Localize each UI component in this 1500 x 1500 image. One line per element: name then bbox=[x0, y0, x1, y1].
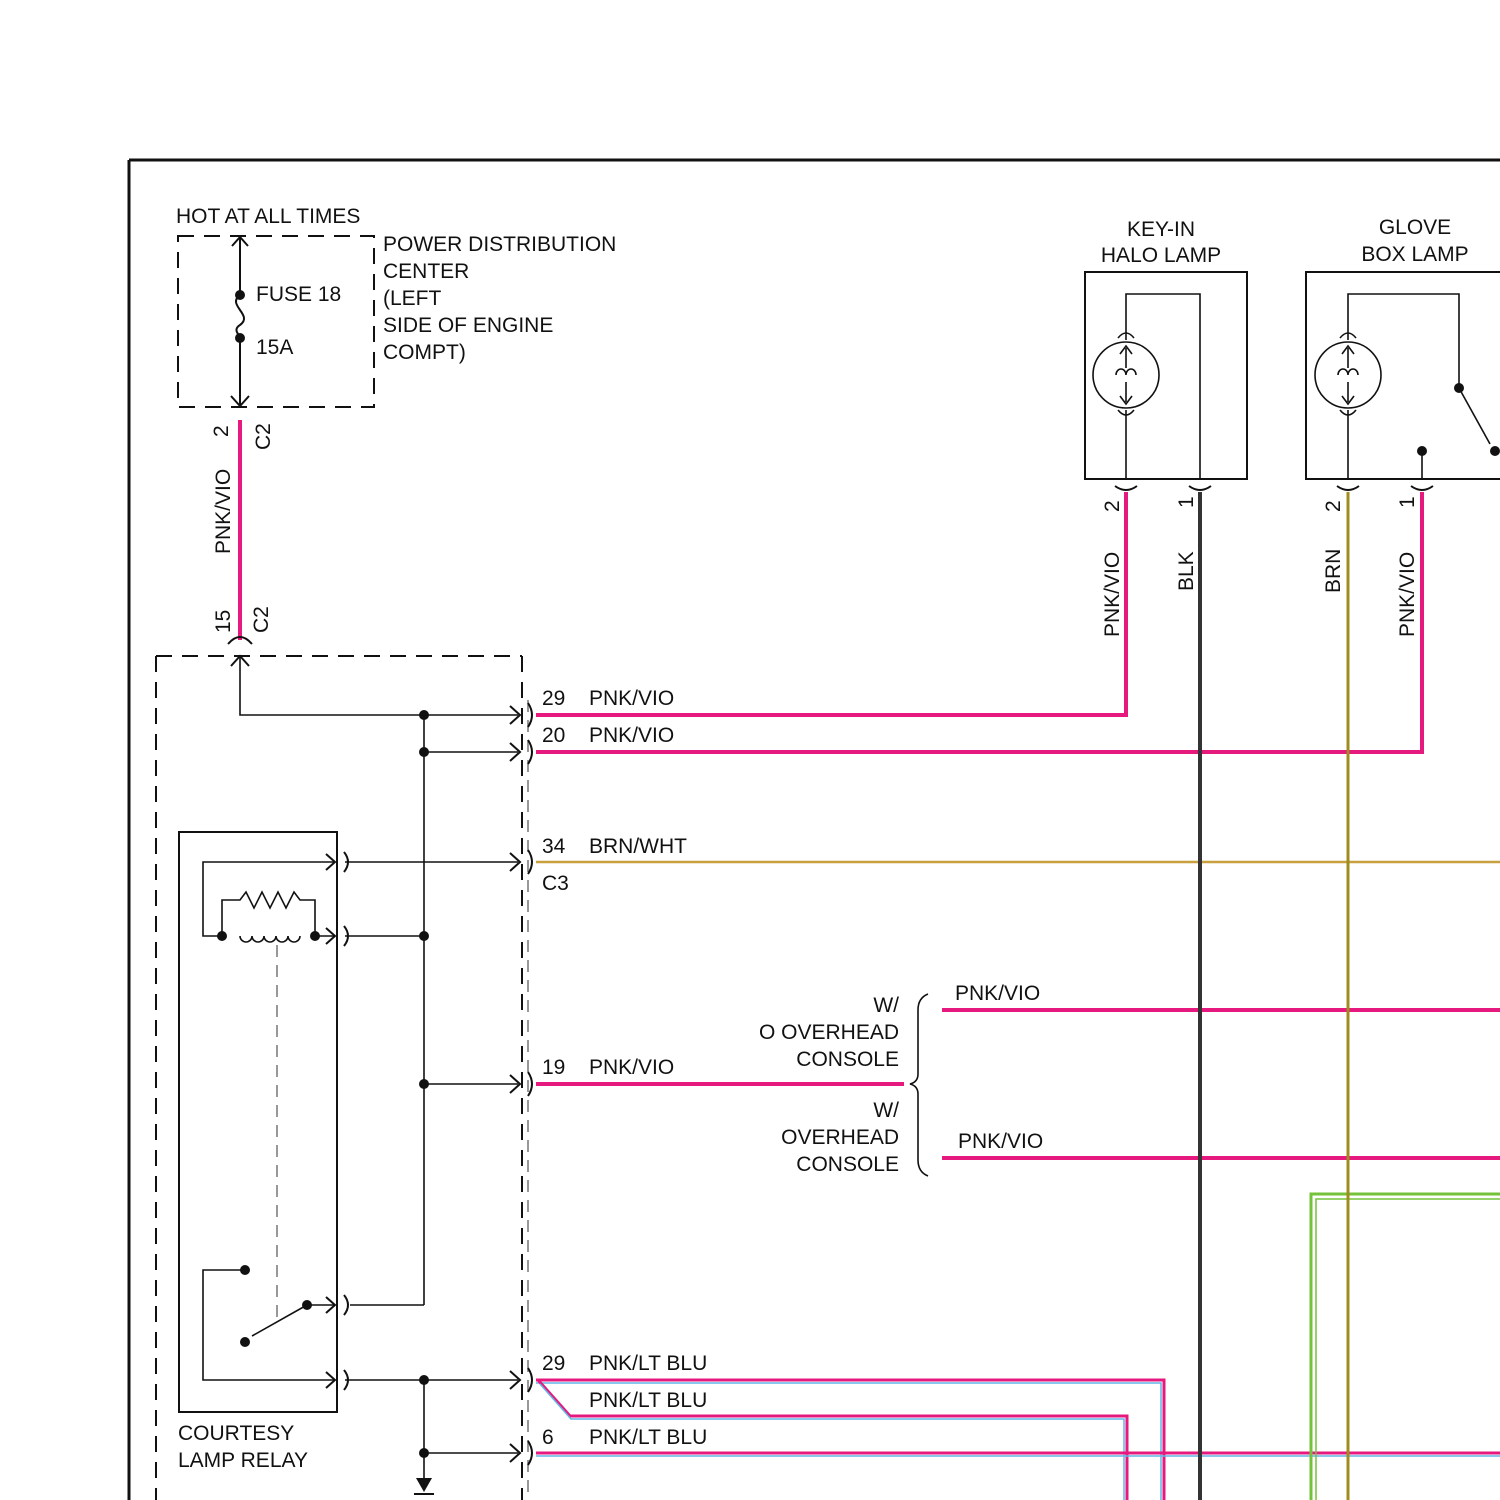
module-wire-34-brn-wht: 34 BRN/WHT C3 bbox=[536, 835, 1500, 895]
wire-pin: 34 bbox=[542, 835, 566, 858]
relay-switch-icon bbox=[252, 1305, 307, 1336]
fuse-name: FUSE 18 bbox=[256, 283, 341, 306]
glovebox-switch-icon bbox=[1459, 388, 1490, 444]
without-overhead-line-3: CONSOLE bbox=[796, 1048, 899, 1071]
keyin-pin-left: 2 bbox=[1101, 500, 1124, 512]
wire-color: PNK/LT BLU bbox=[589, 1352, 707, 1375]
without-overhead-line-1: W/ bbox=[873, 994, 899, 1017]
wire-pin: 29 bbox=[542, 1352, 565, 1375]
relay-pin-socket bbox=[344, 1295, 348, 1315]
keyin-title-line-1: KEY-IN bbox=[1127, 218, 1195, 241]
keyin-title-line-2: HALO LAMP bbox=[1101, 244, 1221, 267]
power-distribution-center: HOT AT ALL TIMES FUSE 18 15A POWER DISTR… bbox=[176, 205, 616, 407]
with-overhead-wire-color: PNK/VIO bbox=[958, 1130, 1043, 1153]
keyin-wire-right: BLK bbox=[1175, 551, 1198, 591]
internal-bus bbox=[240, 656, 518, 1494]
wire-pin: 19 bbox=[542, 1056, 565, 1079]
relay-coil-icon bbox=[240, 936, 300, 942]
pdc-name-line-3: (LEFT bbox=[383, 287, 442, 310]
wire-color: PNK/VIO bbox=[589, 687, 674, 710]
wire-pin: 6 bbox=[542, 1426, 554, 1449]
relay-name-line-2: LAMP RELAY bbox=[178, 1449, 308, 1472]
wire-pin: 20 bbox=[542, 724, 565, 747]
pdc-pin-top: 2 bbox=[210, 425, 233, 437]
keyin-pin-right: 1 bbox=[1175, 496, 1198, 508]
with-overhead-line-3: CONSOLE bbox=[796, 1153, 899, 1176]
fuse-icon bbox=[236, 295, 244, 338]
keyin-wire-left: PNK/VIO bbox=[1101, 552, 1124, 637]
pdc-feed-wire: 2 C2 PNK/VIO 15 C2 bbox=[210, 420, 275, 666]
glovebox-pin-left: 2 bbox=[1322, 500, 1345, 512]
glovebox-wire-right: PNK/VIO bbox=[1396, 552, 1419, 637]
key-in-halo-lamp: KEY-IN HALO LAMP 2 1 PNK/VIO BLK bbox=[1085, 218, 1247, 1500]
courtesy-lamp-relay: COURTESY LAMP RELAY bbox=[178, 832, 337, 1472]
glove-box-lamp: GLOVE BOX LAMP 2 1 BRN PNK/VIO bbox=[1306, 216, 1500, 1500]
without-overhead-wire-color: PNK/VIO bbox=[955, 982, 1040, 1005]
glovebox-pin-right: 1 bbox=[1396, 496, 1419, 508]
wire-color: PNK/VIO bbox=[589, 724, 674, 747]
hot-at-all-times-label: HOT AT ALL TIMES bbox=[176, 205, 360, 228]
pdc-connector-top: C2 bbox=[252, 423, 275, 450]
wire-color: PNK/LT BLU bbox=[589, 1389, 707, 1412]
wire-pin: 29 bbox=[542, 687, 565, 710]
wire-color: PNK/LT BLU bbox=[589, 1426, 707, 1449]
glovebox-wire-left: BRN bbox=[1322, 549, 1345, 593]
pdc-name-line-5: COMPT) bbox=[383, 341, 466, 364]
option-brace bbox=[910, 994, 928, 1176]
module-connector-c2: C2 bbox=[250, 606, 273, 633]
diode-icon bbox=[416, 1478, 432, 1492]
pdc-name-line-4: SIDE OF ENGINE bbox=[383, 314, 553, 337]
relay-resistor-icon bbox=[222, 892, 315, 936]
pdc-name-line-1: POWER DISTRIBUTION bbox=[383, 233, 616, 256]
module-pin-15: 15 bbox=[212, 610, 235, 633]
module-boundary bbox=[156, 656, 528, 1500]
fuse-rating: 15A bbox=[256, 336, 293, 359]
pdc-feed-wire-color: PNK/VIO bbox=[212, 469, 235, 554]
module-wire-29-pnk-vio: 29 PNK/VIO bbox=[536, 492, 1126, 715]
wire-color: BRN/WHT bbox=[589, 835, 687, 858]
with-overhead-line-2: OVERHEAD bbox=[781, 1126, 899, 1149]
glovebox-title-line-2: BOX LAMP bbox=[1361, 243, 1468, 266]
glovebox-title-line-1: GLOVE bbox=[1379, 216, 1451, 239]
without-overhead-line-2: O OVERHEAD bbox=[759, 1021, 899, 1044]
connector-c3: C3 bbox=[542, 872, 569, 895]
with-overhead-line-1: W/ bbox=[873, 1099, 899, 1122]
wire-color: PNK/VIO bbox=[589, 1056, 674, 1079]
pdc-name-line-2: CENTER bbox=[383, 260, 469, 283]
overhead-console-options: W/ O OVERHEAD CONSOLE W/ OVERHEAD CONSOL… bbox=[759, 982, 1500, 1176]
module-wire-6-pnk-lt-blu: 6 PNK/LT BLU bbox=[536, 1426, 1500, 1456]
relay-name-line-1: COURTESY bbox=[178, 1422, 294, 1445]
diagram-frame bbox=[129, 160, 1500, 1500]
